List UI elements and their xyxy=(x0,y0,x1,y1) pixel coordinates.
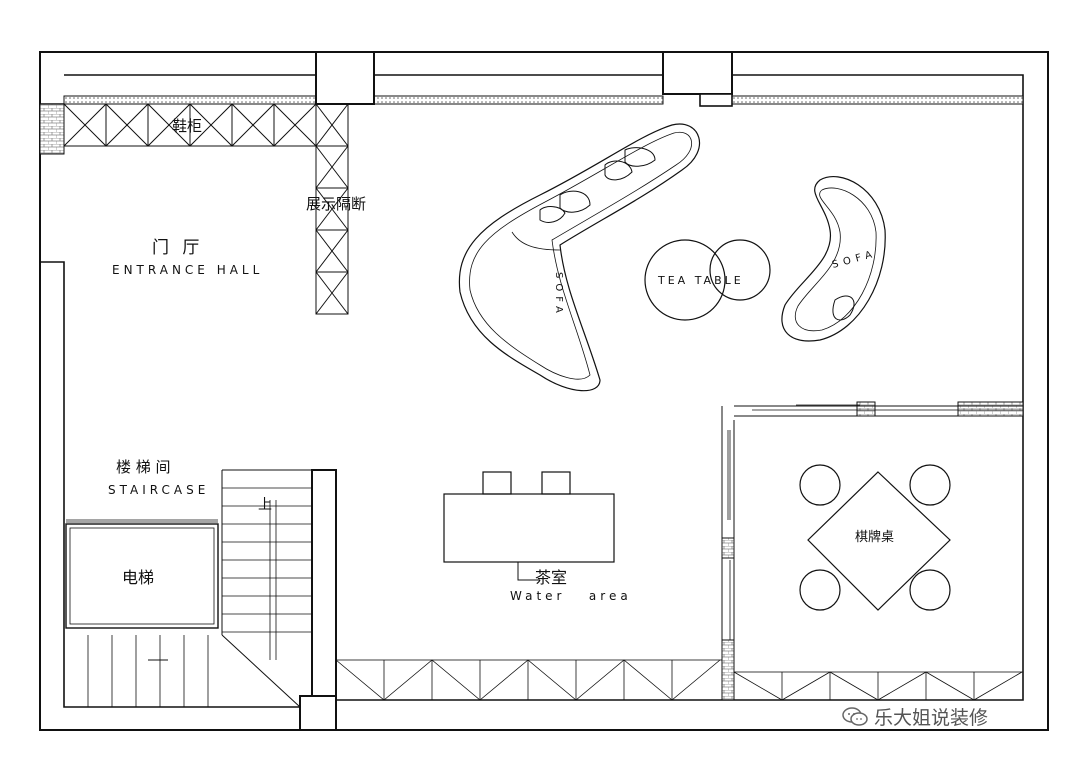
watermark: 乐大姐说装修 xyxy=(842,703,988,730)
column xyxy=(662,51,733,95)
staircase-core xyxy=(87,469,337,708)
top-wall-band xyxy=(63,95,317,105)
staircase-en-label: STAIRCASE xyxy=(108,483,210,497)
wechat-icon xyxy=(842,706,868,726)
tea-table-label: TEA TABLE xyxy=(657,274,744,287)
stair-up-label: 上 xyxy=(258,497,272,513)
brick-wall xyxy=(957,401,1024,417)
entrance-hall-en-label: ENTRANCE HALL xyxy=(112,263,264,277)
top-wall-band-3 xyxy=(731,95,1024,105)
watermark-text: 乐大姐说装修 xyxy=(874,707,989,729)
brick-wall xyxy=(39,103,65,155)
sofa-small xyxy=(781,175,886,342)
entrance-hall-cn-label: 门 厅 xyxy=(152,238,204,258)
elevator xyxy=(65,519,219,629)
staircase-cn-label: 楼 梯 间 xyxy=(116,458,171,476)
brick-wall xyxy=(721,537,735,559)
column xyxy=(299,695,337,731)
shoe-cabinet-label: 鞋柜 xyxy=(172,117,203,135)
display-partition-label: 展示隔断 xyxy=(306,195,367,213)
mahjong-table-label: 棋牌桌 xyxy=(855,530,895,545)
top-wall-band-2 xyxy=(373,95,664,105)
sofa-large xyxy=(458,123,701,392)
tea-room-cn-label: 茶室 xyxy=(535,568,568,587)
elevator-label: 电梯 xyxy=(122,568,155,587)
shoe-cabinet xyxy=(63,103,317,147)
column xyxy=(699,93,733,107)
tea-table xyxy=(644,239,771,321)
sofa-large-label: SOFA xyxy=(553,272,564,318)
tea-room-en-label: Water area xyxy=(510,589,632,603)
bottom-cabinet xyxy=(335,659,1024,701)
mahjong-table xyxy=(799,464,951,611)
display-partition xyxy=(315,103,349,315)
column xyxy=(315,51,375,105)
glass-partition xyxy=(721,404,1023,700)
tea-room-table xyxy=(443,471,615,581)
brick-wall xyxy=(856,401,876,417)
brick-wall xyxy=(721,639,735,701)
